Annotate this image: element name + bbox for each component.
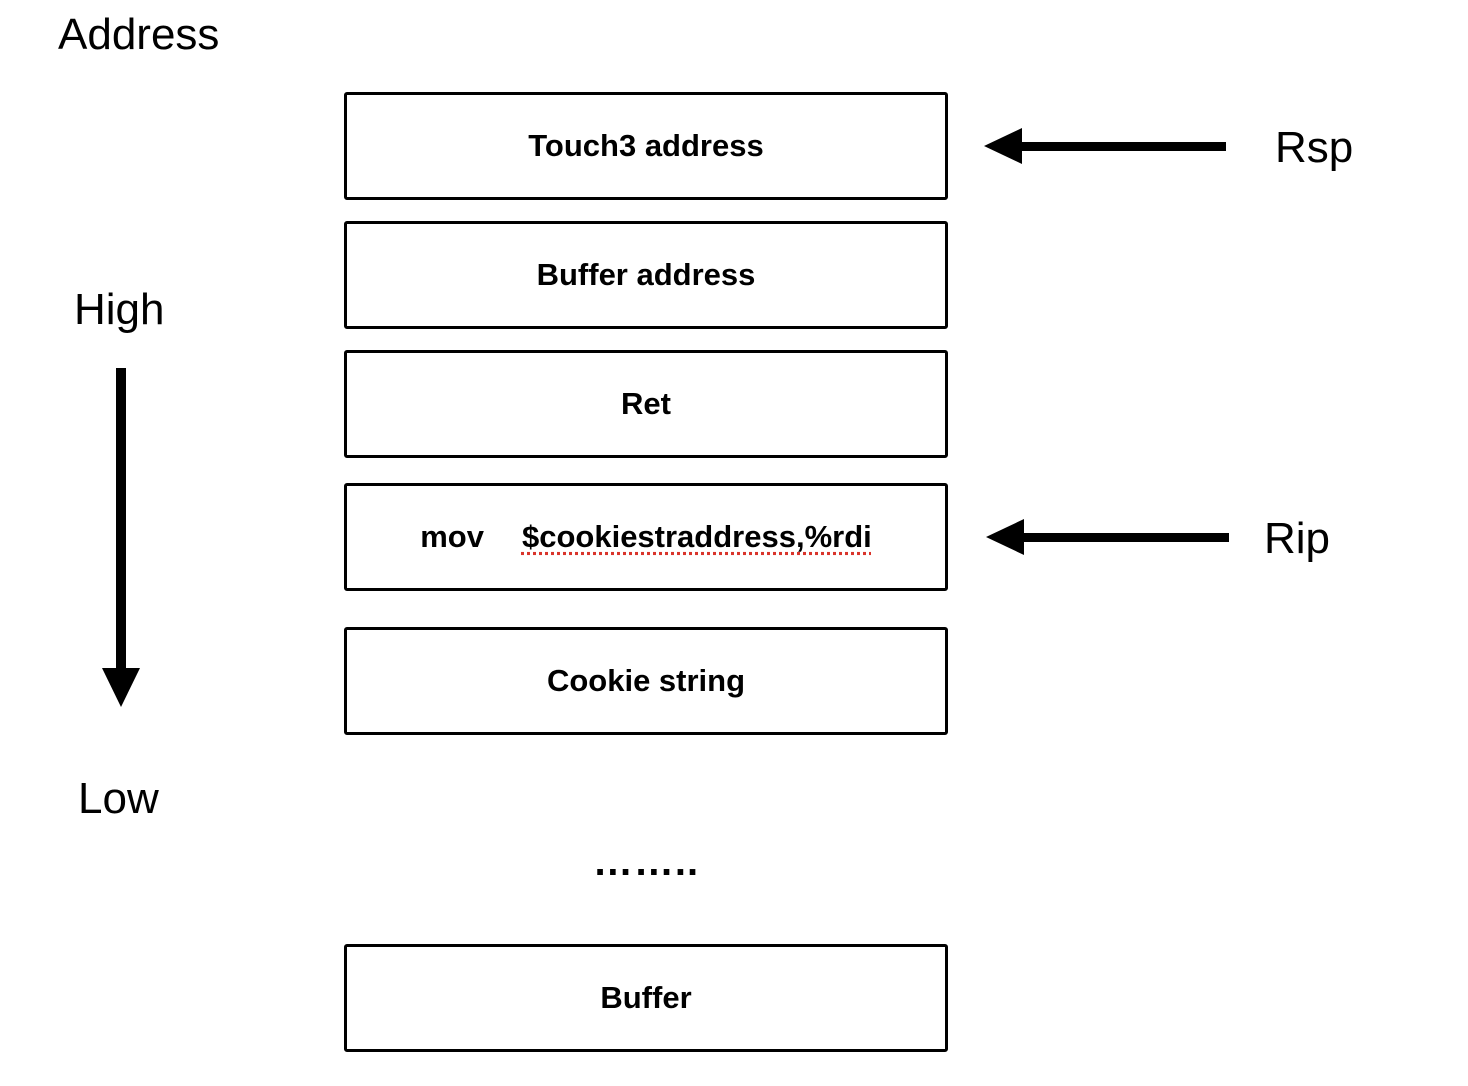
stack-cell-buffer-address: Buffer address	[344, 221, 948, 329]
high-label: High	[74, 285, 165, 334]
low-label: Low	[78, 774, 159, 823]
rsp-pointer-arrow	[984, 128, 1226, 164]
stack-cell-label: Buffer address	[536, 257, 756, 292]
stack-cell-label: Buffer	[600, 980, 692, 1015]
address-label: Address	[58, 10, 220, 59]
stack-cell-touch3-address: Touch3 address	[344, 92, 948, 200]
stack-ellipsis: ……..	[592, 840, 700, 884]
high-to-low-arrow-head	[102, 668, 140, 707]
rip-pointer-arrow-head	[986, 519, 1024, 555]
stack-cell-cookie-string: Cookie string	[344, 627, 948, 735]
stack-cell-label: Cookie string	[546, 663, 746, 698]
high-to-low-arrow-shaft	[116, 368, 126, 674]
rsp-label: Rsp	[1275, 123, 1354, 172]
stack-cell-label: Touch3 address	[528, 128, 764, 163]
instruction-opcode: mov	[420, 519, 484, 554]
stack-cell-ret: Ret	[344, 350, 948, 458]
stack-cell-mov-instruction: mov $cookiestraddress,%rdi	[344, 483, 948, 591]
stack-cell-label: Ret	[621, 386, 671, 421]
high-to-low-arrow	[102, 368, 140, 707]
rsp-pointer-arrow-shaft	[1016, 142, 1226, 151]
instruction-operands: $cookiestraddress,%rdi	[521, 519, 872, 554]
rip-label: Rip	[1264, 514, 1331, 563]
rip-pointer-arrow-shaft	[1018, 533, 1229, 542]
stack-cell-buffer: Buffer	[344, 944, 948, 1052]
rsp-pointer-arrow-head	[984, 128, 1022, 164]
rip-pointer-arrow	[986, 519, 1229, 555]
